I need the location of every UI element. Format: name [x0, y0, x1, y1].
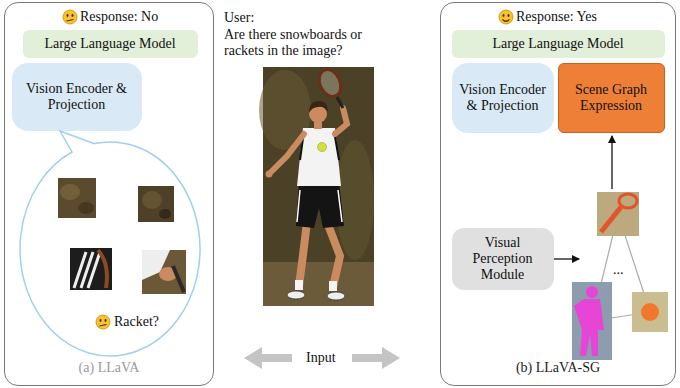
image-patch [142, 250, 186, 294]
patch-racket [601, 207, 621, 232]
player-sock [295, 280, 303, 290]
graph-patch [632, 292, 668, 332]
photo-blur [336, 140, 374, 260]
input-arrow [244, 347, 292, 369]
player-hand [266, 171, 273, 178]
person-mask [586, 286, 598, 298]
input-arrow [352, 347, 400, 369]
graph-patch [597, 192, 639, 236]
tennis-ball [318, 143, 327, 152]
patch-grip [173, 266, 184, 292]
patch-racket [98, 250, 107, 288]
player-shoe [327, 292, 345, 300]
model-panel: Response: No (a) LLaVA Large Language Mode… [4, 2, 214, 386]
bubble-outline [20, 131, 200, 356]
player-sock [329, 281, 337, 291]
image-patch [138, 186, 174, 222]
panel-heading: Response: Yes [516, 9, 597, 25]
person-mask [574, 299, 604, 356]
patch-blur [159, 209, 171, 219]
tennis-photo [259, 66, 374, 306]
flow-arrow [553, 258, 579, 259]
encoder-box: Vision Encoder & Projection [452, 63, 554, 133]
box-label: Large Language Model [44, 36, 175, 52]
player-leg [299, 222, 307, 286]
user-label: User: [224, 10, 254, 26]
panel-caption: (a) LLaVA [6, 360, 213, 376]
patch-ground [138, 186, 174, 222]
model-panel: Response: Yes (b) LLaVA-SG Large Language … [440, 2, 676, 386]
box-label: Scene Graph Expression [563, 82, 660, 114]
patch-ground [632, 292, 668, 332]
emoji-face [63, 10, 77, 24]
emoji-face [96, 315, 110, 329]
box-label: Large Language Model [492, 36, 623, 52]
racket-head [315, 66, 345, 100]
patch-blur [60, 184, 80, 200]
emoji-eye [105, 319, 107, 322]
panel-heading: Response: No [80, 9, 158, 25]
shorts-stripe [338, 190, 342, 222]
image-patch [70, 248, 112, 290]
player-arm [335, 108, 347, 134]
smile-emoji [499, 10, 513, 24]
patch-ground [58, 178, 96, 218]
photo-court [263, 262, 374, 306]
bubble-outline [18, 140, 202, 358]
player-arm [271, 134, 304, 172]
emoji-eye [508, 14, 510, 17]
player-leg [327, 222, 340, 287]
patch-racket [619, 194, 637, 208]
scene-graph-box: Scene Graph Expression [558, 63, 665, 133]
image-patch [58, 178, 96, 218]
box-label: Visual Perception Module [456, 235, 550, 283]
player-shorts [296, 182, 344, 228]
graph-patch [572, 282, 612, 360]
question-text: Are there snowboards or rackets in the i… [224, 27, 374, 59]
patch-ground [70, 248, 112, 290]
emoji-eye [67, 14, 69, 17]
emoji-mouth [503, 20, 510, 22]
panel-caption: (b) LLaVA-SG [442, 360, 675, 376]
patch-stripe [88, 252, 100, 288]
ball-mask [641, 303, 659, 321]
llm-box: Large Language Model [23, 30, 198, 58]
confused-emoji [96, 315, 110, 329]
patch-blur [78, 202, 94, 214]
emoji-face [499, 10, 513, 24]
emoji-mouth [100, 325, 107, 327]
emoji-eye [72, 14, 74, 17]
input-label: Input [306, 350, 336, 366]
confused-emoji [63, 10, 77, 24]
ellipsis-label: ... [613, 262, 624, 278]
patch-ground [572, 282, 612, 360]
llm-box: Large Language Model [452, 30, 665, 58]
patch-blur [142, 191, 162, 209]
encoder-box: Vision Encoder & Projection [12, 63, 142, 131]
perception-box: Visual Perception Module [452, 228, 554, 290]
box-label: Vision Encoder & Projection [16, 81, 138, 113]
racket-handle [337, 97, 343, 108]
emoji-eye [503, 14, 505, 17]
thought-bubble: Racket? [18, 140, 202, 358]
player-shoe [287, 291, 305, 299]
shorts-stripe [297, 190, 300, 222]
emoji-mouth [67, 20, 74, 22]
bubble-label: Racket? [114, 314, 159, 330]
player-hair [309, 101, 328, 113]
flow-arrow [611, 136, 612, 189]
patch-ground [597, 192, 639, 236]
emoji-eye [100, 319, 102, 322]
patch-ground [142, 250, 186, 294]
box-label: Vision Encoder & Projection [456, 82, 550, 114]
